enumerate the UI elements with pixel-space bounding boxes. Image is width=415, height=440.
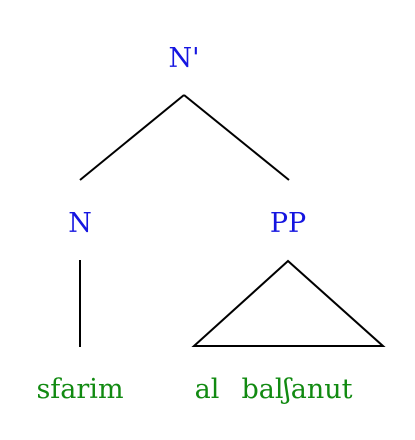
node-pp: PP [270, 208, 306, 239]
leaf-balshanut: balʃanut [241, 374, 352, 405]
edge-root-to-n [79, 94, 185, 181]
node-n: N [68, 208, 92, 239]
leaf-sfarim: sfarim [36, 374, 123, 405]
edge-root-to-pp [183, 94, 290, 181]
node-n-bar: N' [168, 43, 199, 74]
pp-triangle [191, 259, 386, 347]
leaf-al: al [195, 374, 220, 405]
